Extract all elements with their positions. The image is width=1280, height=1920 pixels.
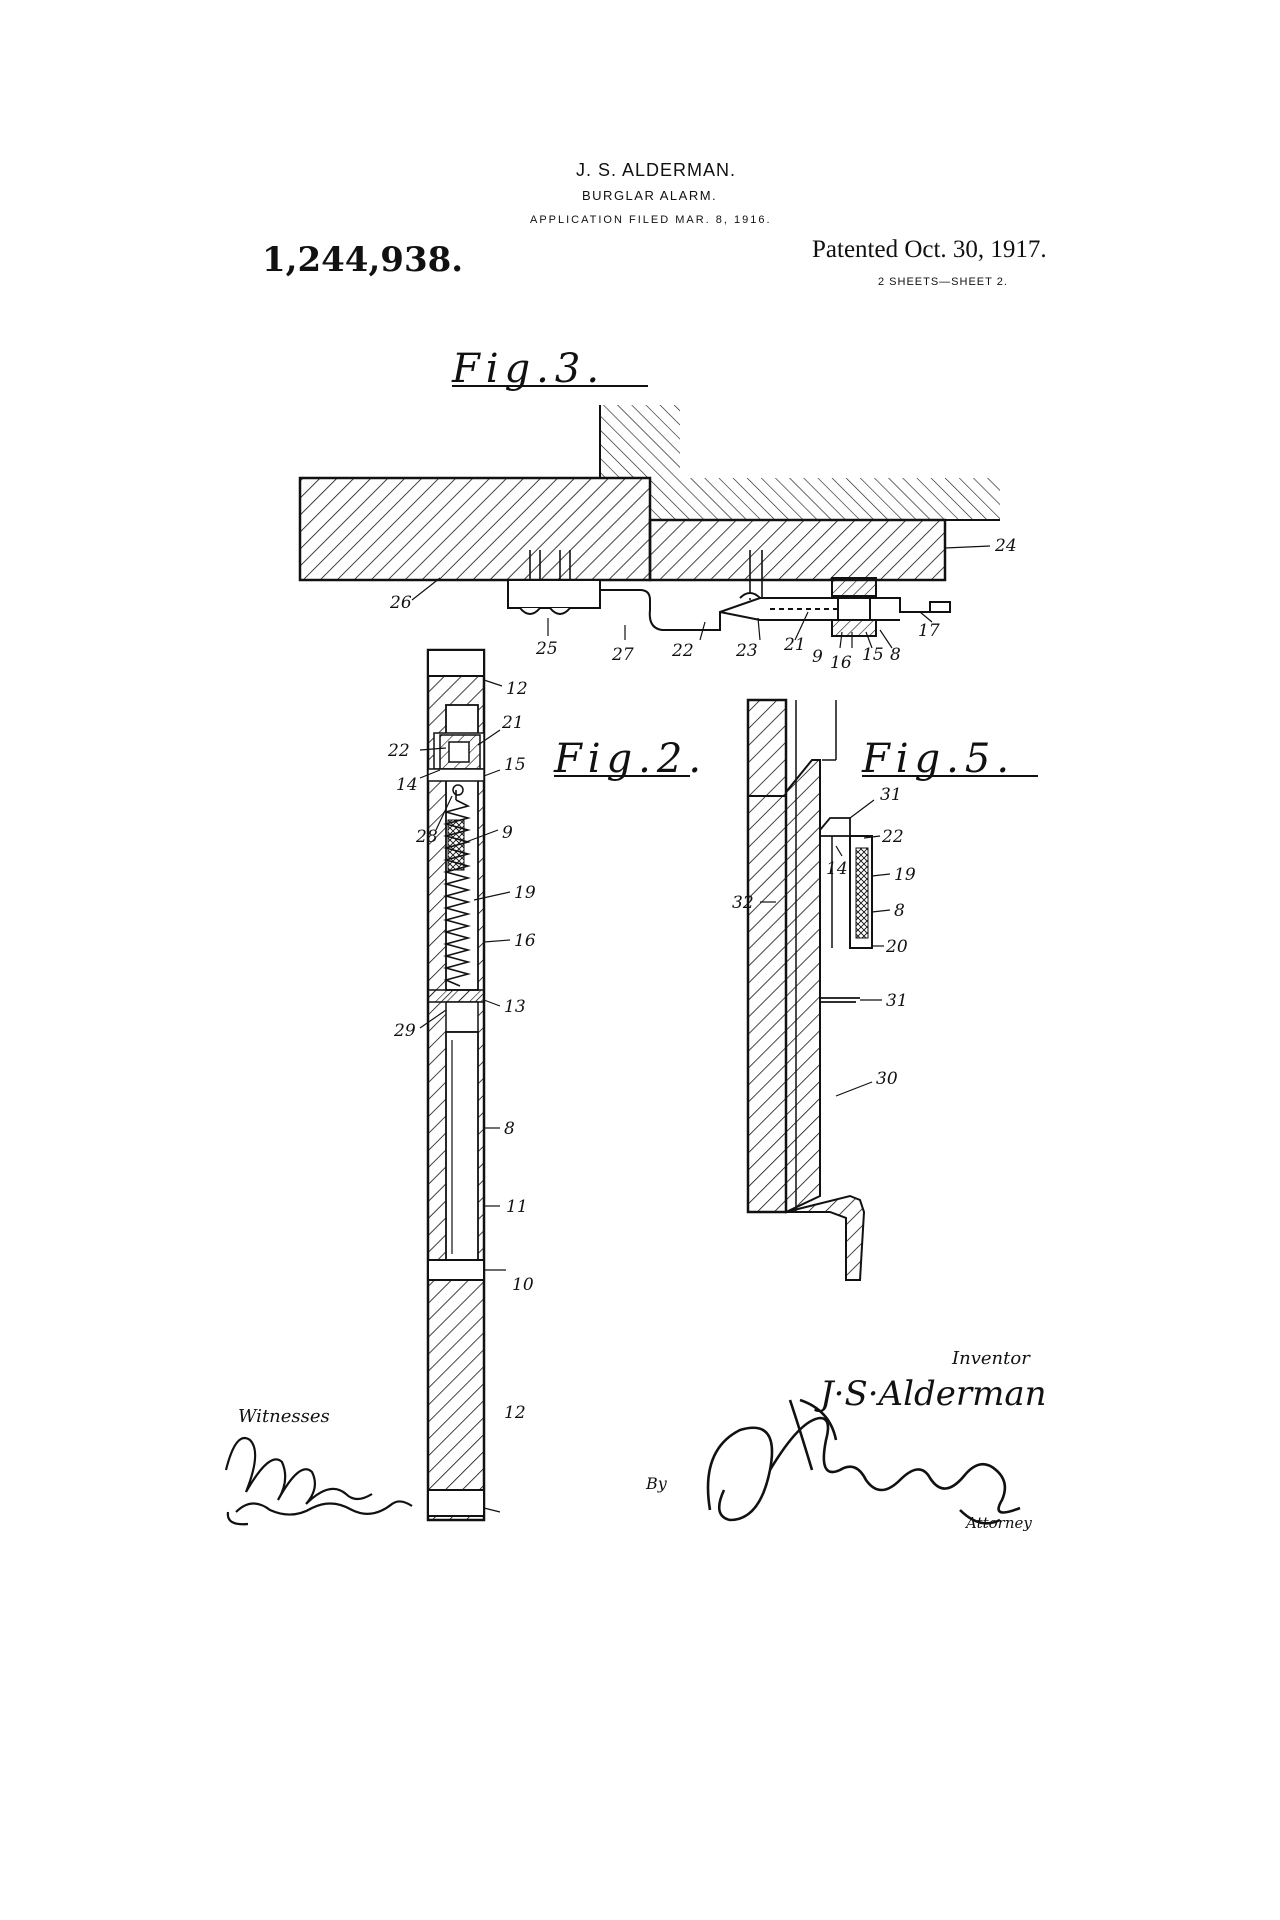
fig3-frame-hatch — [599, 405, 1000, 521]
fig2-ref-12-top: 12 — [506, 679, 528, 699]
fig3-title: Fig.3. — [451, 346, 605, 392]
fig5-ref-30: 30 — [876, 1069, 898, 1089]
header-inventor: J. S. ALDERMAN. — [576, 160, 737, 180]
fig3-ref-24: 24 — [994, 536, 1017, 556]
fig5-ref-31-top: 31 — [880, 785, 902, 805]
header-application-date: APPLICATION FILED MAR. 8, 1916. — [530, 214, 772, 226]
fig3-ref-27: 27 — [611, 645, 634, 665]
fig2-ref-15: 15 — [504, 755, 526, 775]
fig2-ref-13: 13 — [504, 997, 526, 1017]
fig2-ref-14: 14 — [396, 775, 418, 795]
fig5-sash-30 — [785, 759, 821, 1214]
fig2-ref-22: 22 — [387, 741, 410, 761]
fig3-hardware — [507, 577, 951, 637]
fig2-ref-29: 29 — [393, 1021, 416, 1041]
attorney-signature — [706, 1398, 1021, 1525]
fig2-ref-12-bottom: 12 — [504, 1403, 526, 1423]
fig3-ref-22: 22 — [671, 641, 694, 661]
fig2-ref-19: 19 — [514, 883, 536, 903]
witnesses-label: Witnesses — [238, 1406, 330, 1427]
fig5-frame — [746, 698, 788, 1214]
fig2-ref-16: 16 — [514, 931, 536, 951]
fig3-ref-23: 23 — [735, 641, 758, 661]
fig5-ref-8: 8 — [894, 901, 905, 921]
fig2-ref-9: 9 — [502, 823, 513, 843]
attorney-label: Attorney — [966, 1514, 1032, 1532]
sheet-count: 2 SHEETS—SHEET 2. — [878, 276, 1008, 288]
fig5-ref-22: 22 — [881, 827, 904, 847]
patent-number: 1,244,938. — [262, 240, 464, 280]
inventor-label: Inventor — [952, 1348, 1030, 1369]
figure-3: 24 26 25 27 22 23 21 9 16 15 8 17 Fig.3. — [298, 346, 1017, 673]
fig3-ref-21: 21 — [783, 635, 806, 655]
fig2-ref-10: 10 — [512, 1275, 534, 1295]
fig3-ref-17: 17 — [918, 621, 940, 641]
patented-date: Patented Oct. 30, 1917. — [812, 236, 1047, 263]
fig2-title: Fig.2. — [553, 736, 707, 782]
fig3-ref-16: 16 — [830, 653, 852, 673]
figure-2: 12 21 22 15 14 28 9 19 16 13 29 8 11 10 … — [387, 648, 707, 1522]
fig3-sash-24 — [648, 518, 947, 582]
inventor-signature: J·S·Alderman — [820, 1374, 1047, 1414]
fig3-sash-26 — [298, 476, 652, 582]
witness-signatures — [224, 1437, 413, 1526]
fig5-ref-31-bottom: 31 — [886, 991, 908, 1011]
header-title: BURGLAR ALARM. — [582, 188, 718, 203]
fig2-ref-11: 11 — [506, 1197, 528, 1217]
fig3-ref-8: 8 — [890, 645, 901, 665]
by-label: By — [646, 1474, 667, 1493]
fig3-ref-26: 26 — [389, 593, 412, 613]
fig5-ref-19: 19 — [894, 865, 916, 885]
fig5-ref-32: 32 — [732, 893, 754, 913]
fig3-ref-15: 15 — [862, 645, 884, 665]
fig2-ref-8: 8 — [504, 1119, 515, 1139]
fig3-ref-25: 25 — [535, 639, 558, 659]
fig2-ref-21: 21 — [501, 713, 524, 733]
fig5-title: Fig.5. — [861, 736, 1015, 782]
fig2-ref-28: 28 — [415, 827, 438, 847]
fig5-ref-14: 14 — [826, 859, 848, 879]
fig2-lower-chamber — [445, 1031, 479, 1261]
fig5-ref-20: 20 — [885, 937, 908, 957]
fig3-ref-9: 9 — [812, 647, 823, 667]
figure-5: 31 22 14 19 8 32 20 31 30 Fig.5. — [732, 698, 1038, 1281]
